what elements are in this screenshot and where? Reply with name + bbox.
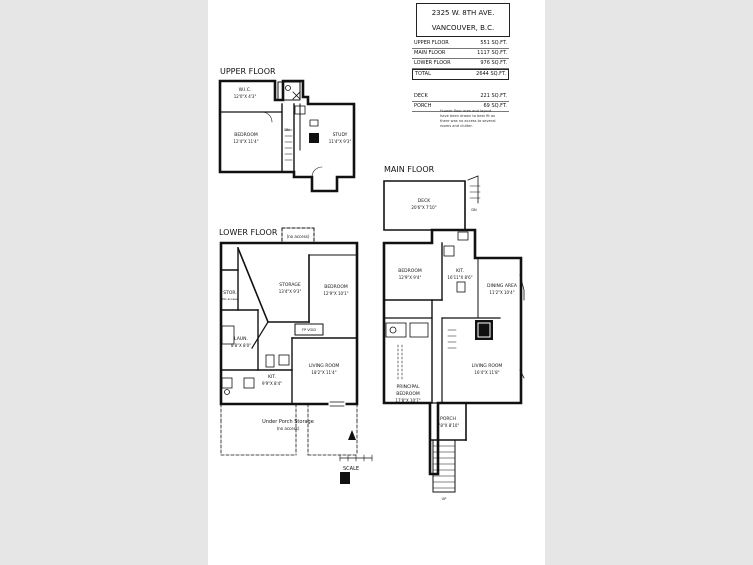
wic-name: W.I.C. (239, 87, 252, 93)
upper-stair-dn: DN (284, 128, 290, 132)
porch-name: PORCH (440, 416, 456, 422)
floorplan-sheet (208, 0, 545, 565)
address-box: 2325 W. 8TH AVE. VANCOUVER, B.C. (416, 3, 510, 37)
main-bedroom-name: BEDROOM (398, 268, 422, 274)
storage-dim: 13'4"X 9'3" (279, 289, 302, 294)
main-floor-plan (382, 175, 525, 493)
main-floor-title: MAIN FLOOR (384, 165, 435, 174)
lower-bedroom-dim: 12'9"X 10'1" (323, 291, 348, 296)
address-line-1: 2325 W. 8TH AVE. (431, 9, 495, 17)
upper-floor-title: UPPER FLOOR (220, 67, 276, 76)
laun-dim: 8'8"X 8'0" (231, 343, 251, 348)
deck-name: DECK (418, 198, 431, 204)
laun-name: LAUN. (234, 336, 248, 342)
lower-kit-dim: 9'9"X 8'4" (262, 381, 282, 386)
porch-dim: 9'8"X 8'10" (437, 423, 460, 428)
main-living-dim: 16'4"X 11'8" (474, 370, 499, 375)
principal-name-line2: BEDROOM (396, 391, 420, 397)
fp-void-label: FP VOID (302, 328, 316, 332)
upper-bedroom-dim: 12'4"X 11'4" (233, 139, 258, 144)
main-bedroom-dim: 12'9"X 9'4" (399, 275, 422, 280)
stor-note: (No access) (221, 297, 238, 301)
main-kit-name: KIT. (456, 268, 464, 274)
storage-name: STORAGE (279, 282, 301, 288)
lower-living-name: LIVING ROOM (309, 363, 340, 369)
upper-bedroom-name: BEDROOM (234, 132, 258, 138)
stor-name: STOR. (223, 290, 237, 296)
no-access-label: (no access) (287, 234, 310, 239)
lower-living-dim: 18'2"X 11'4" (311, 370, 336, 375)
principal-dim: 17'8"X 10'7" (395, 398, 420, 403)
lower-floor-title: LOWER FLOOR (219, 228, 278, 237)
study-dim: 11'4"X 9'3" (329, 139, 352, 144)
under-porch-label: Under Porch Storage (262, 419, 314, 425)
lower-floor-note: *Lower floor area and layout have been d… (440, 109, 496, 128)
deck-dim: 20'6"X 7'10" (411, 205, 436, 210)
lower-kit-name: KIT. (268, 374, 276, 380)
main-living-name: LIVING ROOM (472, 363, 503, 369)
dining-name: DINING AREA (487, 283, 518, 289)
dining-dim: 11'2"X 10'4" (489, 290, 514, 295)
porch-stair-up: UP (442, 497, 447, 501)
lower-bedroom-name: BEDROOM (324, 284, 348, 290)
study-name: STUDY (333, 132, 348, 138)
deck-stair-dn: DN (471, 208, 477, 212)
lower-floor-plan (219, 227, 359, 456)
main-kit-dim: 16'11"X 8'6" (447, 275, 472, 280)
under-porch-note: (no access) (277, 426, 300, 431)
wic-dim: 12'0"X 4'3" (234, 94, 257, 99)
address-line-2: VANCOUVER, B.C. (431, 24, 495, 32)
principal-name-line1: PRINCIPAL (396, 384, 420, 390)
scale-label: SCALE (343, 466, 359, 472)
upper-floor-plan (218, 79, 356, 193)
